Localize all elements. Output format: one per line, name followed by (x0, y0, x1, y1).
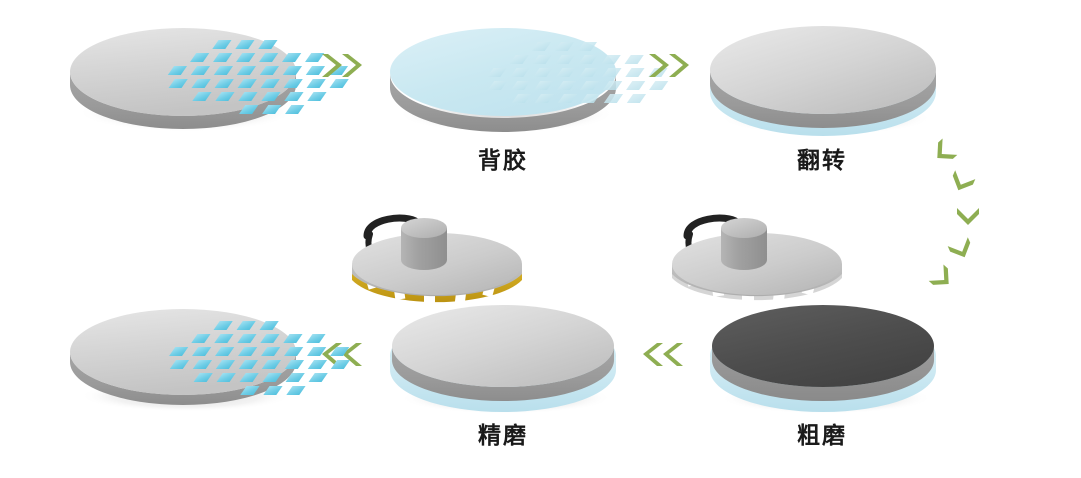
thinned-wafer-result (58, 300, 351, 420)
wafer-top-surface (70, 28, 296, 116)
grinder-hub-side (721, 228, 767, 270)
die-grid (167, 40, 349, 114)
coarse-grinding-wheel (664, 204, 854, 319)
flipped-wafer (698, 14, 948, 136)
fine-ground-wafer (378, 300, 628, 415)
wafer-with-backing-tape (378, 14, 669, 134)
label-flip: 翻转 (797, 148, 847, 173)
grinder-hub-top (721, 218, 767, 238)
label-fine-grind: 精磨 (478, 423, 528, 448)
arrow-step1-to-step2 (318, 48, 366, 84)
die-grid (169, 321, 351, 395)
fine-ground-surface (392, 305, 614, 387)
arrow-step5-to-step6 (322, 337, 370, 373)
arrow-step2-to-step3 (645, 48, 693, 84)
arrow-step3-to-step4 (918, 138, 1008, 298)
label-backside-adhesive: 背胶 (478, 148, 528, 173)
patterned-wafer-front-side (58, 14, 349, 134)
grinder-hub-side (401, 228, 447, 270)
rough-ground-surface (712, 305, 934, 387)
arrow-step4-to-step5 (643, 337, 691, 373)
grinder-hub-top (401, 218, 447, 238)
fine-grinding-wheel (344, 204, 534, 319)
adhesive-film-bottom-edge (390, 356, 616, 412)
wafer-side-edge (710, 70, 936, 128)
adhesive-film-bottom-edge (710, 356, 936, 412)
wafer-side-edge (70, 352, 296, 405)
rough-ground-wafer (698, 300, 948, 415)
wafer-backside-surface (710, 26, 936, 114)
die-grid-under-film (487, 42, 669, 103)
wafer-side-edge (392, 346, 614, 401)
label-coarse-grind: 粗磨 (797, 423, 847, 448)
wafer-side-edge (712, 346, 934, 401)
wafer-side-edge (70, 72, 296, 129)
wafer-side-edge (390, 74, 616, 132)
